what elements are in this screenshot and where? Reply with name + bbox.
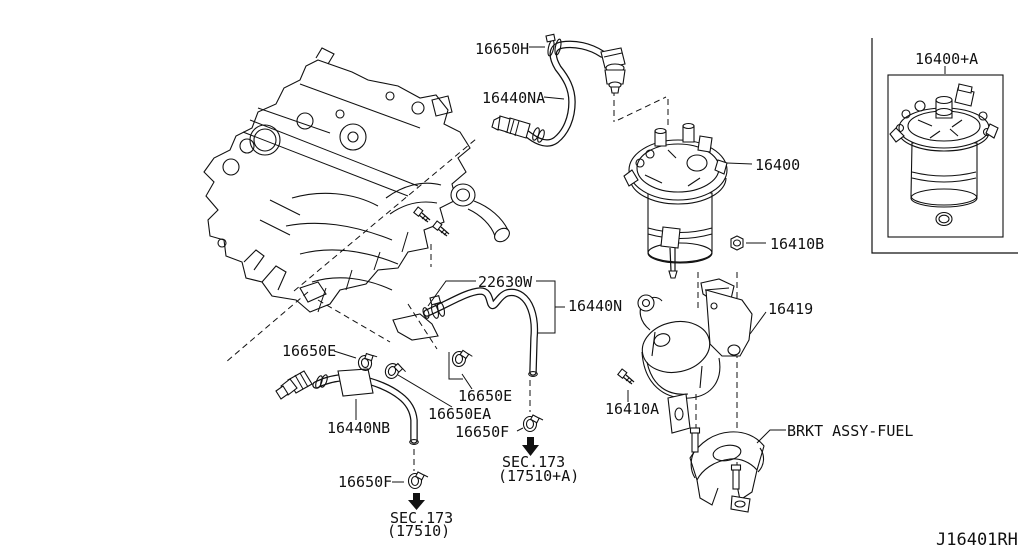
hose-na-connector (600, 47, 626, 94)
bolt-16410A (617, 368, 635, 385)
detail-box-16400A (871, 38, 1018, 254)
label-22630W: 22630W (478, 273, 533, 291)
diagram-code: J16401RH (936, 530, 1018, 550)
label-17510A: (17510+A) (498, 467, 579, 485)
part-labels: 16650H 16440NA 16400+A 16400 16410B 1641… (282, 40, 1018, 550)
brkt-assy-fuel (689, 427, 765, 513)
label-16650E-1: 16650E (282, 342, 336, 360)
label-16650EA: 16650EA (428, 405, 491, 423)
bracket-16419 (637, 278, 753, 434)
hose-16440N (422, 287, 539, 377)
label-16440NA: 16440NA (482, 89, 545, 107)
clamp-16650H (545, 33, 562, 57)
hose-16440NB (275, 368, 419, 445)
hose-16440NA (491, 33, 626, 147)
sec-arrow-down-b (408, 493, 425, 510)
clamp-16650F-mid (522, 414, 544, 433)
label-16410B: 16410B (770, 235, 824, 253)
label-16410A: 16410A (605, 400, 659, 418)
leader-lines (333, 46, 786, 483)
clamp-16650F-bl (407, 471, 429, 490)
label-16440N: 16440N (568, 297, 622, 315)
label-16419: 16419 (768, 300, 813, 318)
engine-illustration (203, 47, 510, 341)
hose-nb-sleeve (337, 368, 374, 397)
detail-filter-illustration (889, 83, 999, 227)
label-16400plusA: 16400+A (915, 50, 978, 68)
label-16400: 16400 (755, 156, 800, 174)
label-sec173-a: SEC.173 (502, 453, 565, 471)
clamp-position-bracket (448, 352, 463, 380)
sec-arrow-down-a (522, 437, 539, 456)
fuel-filter-16400 (623, 122, 728, 279)
label-16440NB: 16440NB (327, 419, 390, 437)
label-sec173-b: SEC.173 (390, 509, 453, 527)
hose-nb-fitting (275, 370, 328, 400)
label-16650F-bl: 16650F (338, 473, 392, 491)
label-16650E-2: 16650E (458, 387, 512, 405)
clamp-16650E-2 (451, 348, 474, 369)
label-17510: (17510) (387, 522, 450, 540)
label-brkt-assy-fuel: BRKT ASSY-FUEL (787, 422, 913, 440)
label-16650F-mid: 16650F (455, 423, 509, 441)
nut-16410B (730, 235, 744, 251)
hose-na-fitting (491, 115, 545, 143)
clamp-16650EA (382, 359, 408, 384)
label-16650H: 16650H (475, 40, 529, 58)
